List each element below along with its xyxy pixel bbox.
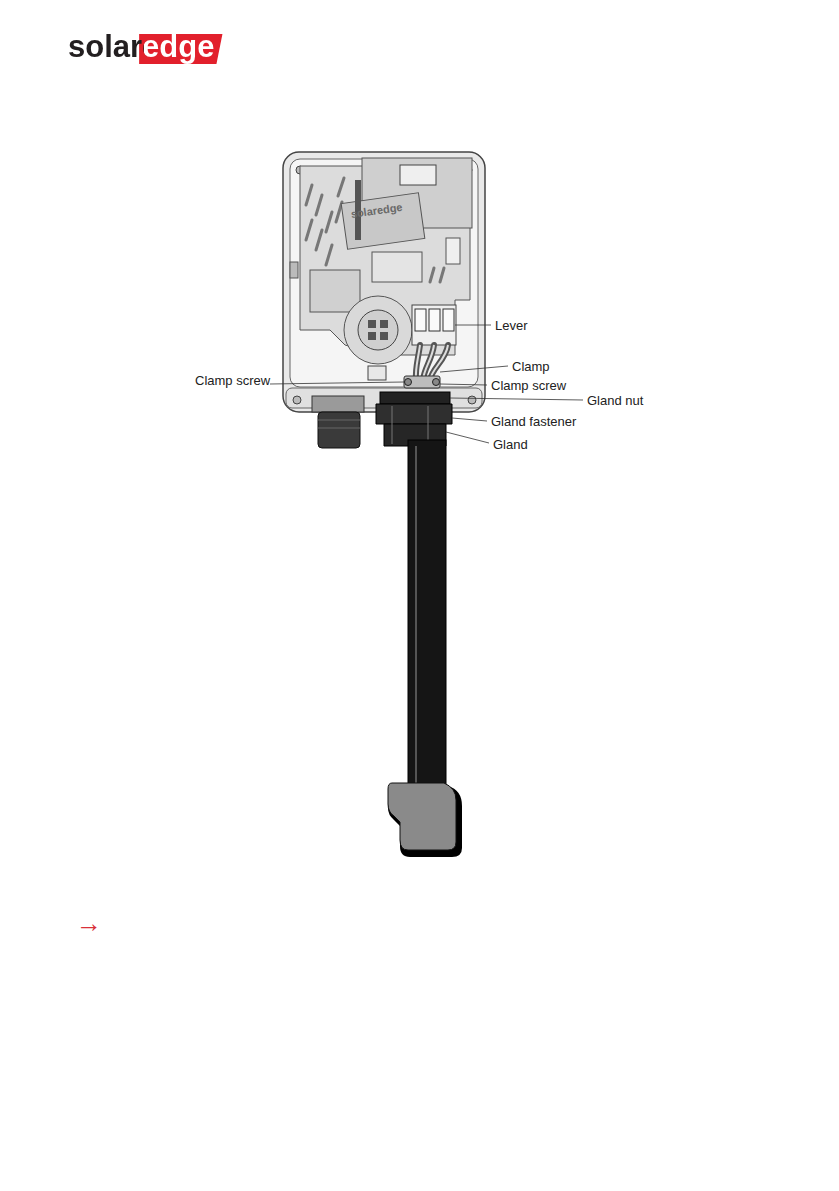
brand-logo: solaredge — [68, 29, 218, 65]
part-label: Clamp — [512, 359, 550, 374]
gland-nut — [380, 392, 450, 404]
part-label: Gland nut — [587, 393, 643, 408]
logo-plate — [341, 193, 425, 249]
plug — [388, 783, 456, 850]
side-latch — [290, 262, 298, 278]
clamp-screw — [405, 379, 412, 386]
socket-pins — [368, 320, 388, 340]
chip — [400, 165, 436, 185]
left-gland-nut — [312, 396, 364, 412]
part-label: Clamp screw — [195, 373, 270, 388]
relay — [310, 270, 360, 312]
gland-fastener — [376, 404, 452, 424]
part-label: Lever — [495, 318, 528, 333]
wire-highlights — [416, 345, 448, 380]
part-label: Gland — [493, 437, 528, 452]
gland-ribs — [392, 406, 428, 444]
left-gland-ribs — [318, 420, 360, 428]
engraved-logo: solaredge — [350, 201, 403, 221]
wires — [416, 345, 448, 380]
leader-lines — [270, 325, 583, 443]
socket — [358, 310, 398, 350]
module — [372, 252, 422, 282]
clamp — [404, 376, 440, 388]
part-label: Clamp screw — [491, 378, 566, 393]
terminal-block — [412, 305, 456, 345]
housing-cavity — [290, 159, 478, 387]
cable-highlight — [415, 446, 417, 786]
left-gland — [318, 412, 360, 448]
cable — [408, 440, 446, 790]
socket-ring — [344, 296, 412, 364]
clamp-screw — [433, 379, 440, 386]
bullet-arrow: → — [76, 908, 102, 938]
ground-block — [368, 366, 386, 380]
part-label: Gland fastener — [491, 414, 576, 429]
housing — [283, 152, 485, 412]
connector — [446, 238, 460, 264]
vent-slots — [306, 178, 444, 282]
terminal-levers — [415, 309, 454, 331]
